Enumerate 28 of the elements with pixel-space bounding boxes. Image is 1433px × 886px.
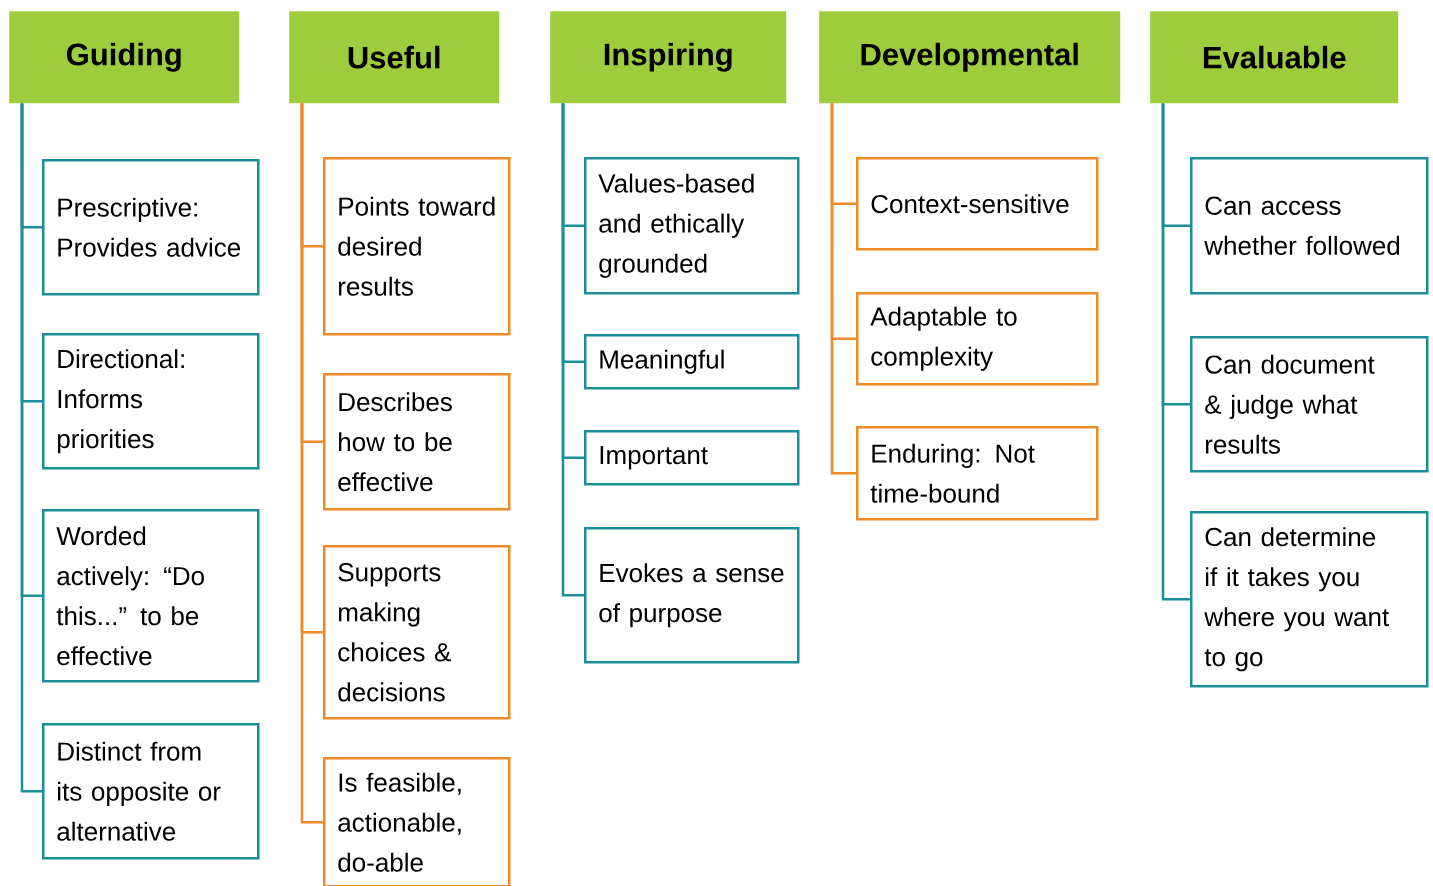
text-box: Values-based and ethically grounded xyxy=(584,157,800,295)
text-box: Directional: Informs priorities xyxy=(42,333,260,470)
connector-line xyxy=(300,103,323,824)
header-box: Inspiring xyxy=(550,11,787,104)
header-box: Developmental xyxy=(819,11,1121,104)
connector-line xyxy=(1161,103,1190,601)
text-box: Can determine if it takes you where you want to go xyxy=(1190,511,1429,688)
text-box: Prescriptive: Provides advice xyxy=(42,159,260,296)
header-box: Useful xyxy=(289,11,500,104)
text-box: Describes how to be effective xyxy=(323,373,511,511)
connector-line xyxy=(20,103,42,793)
text-box: Can document & judge what results xyxy=(1190,336,1429,473)
text-box: Supports making choices & decisions xyxy=(323,545,511,720)
connector-line xyxy=(561,103,584,597)
text-box: Adaptable to complexity xyxy=(856,292,1099,386)
text-box: Evokes a sense of purpose xyxy=(584,527,800,664)
text-box: Is feasible, actionable, do-able xyxy=(323,757,511,886)
text-box: Enduring: Not time-bound xyxy=(856,426,1099,521)
text-box: Meaningful xyxy=(584,334,800,390)
text-box: Context-sensitive xyxy=(856,157,1099,251)
header-box: Guiding xyxy=(9,11,240,104)
text-box: Can access whether followed xyxy=(1190,157,1429,295)
text-box: Distinct from its opposite or alternative xyxy=(42,723,260,860)
connector-line xyxy=(830,103,856,475)
text-box: Important xyxy=(584,430,800,486)
text-box: Worded actively: “Do this...” to be effective xyxy=(42,509,260,683)
header-box: Evaluable xyxy=(1150,11,1399,104)
text-box: Points toward desired results xyxy=(323,157,511,336)
